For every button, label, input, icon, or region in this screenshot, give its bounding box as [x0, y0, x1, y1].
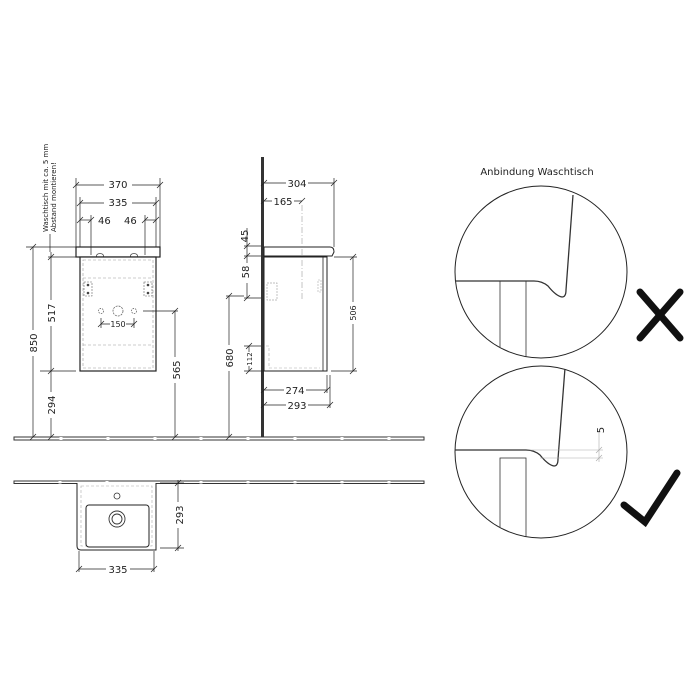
dim-gap: 5 [596, 427, 607, 433]
dim-total-height: 850 [29, 333, 40, 352]
dim-side-cabinet-height: 506 [349, 305, 358, 320]
dim-overall-depth: 293 [287, 401, 306, 412]
wall [261, 157, 264, 437]
wall-line-plan [13, 480, 425, 484]
side-view: 304 165 45 58 680 112 [222, 157, 359, 441]
dim-hole-spacing: 150 [110, 320, 125, 329]
dim-cabinet-depth: 274 [285, 386, 304, 397]
front-cabinet [79, 256, 157, 372]
mounting-note-line2: Abstand montieren! [50, 162, 58, 232]
dim-tap-offset: 165 [273, 197, 292, 208]
dim-plan-width: 335 [108, 565, 127, 576]
side-basin [263, 246, 335, 257]
plan-bowl [85, 504, 150, 548]
side-cabinet [263, 256, 328, 372]
dim-mount-height: 680 [225, 348, 236, 367]
drain [108, 510, 126, 528]
detail-correct: 5 [454, 365, 681, 539]
dim-depth-total: 304 [287, 179, 306, 190]
dim-drain-height: 565 [172, 360, 183, 379]
dim-under-basin: 58 [241, 266, 252, 279]
dim-overall-width: 370 [108, 180, 127, 191]
dim-bottom-clearance: 294 [47, 395, 58, 414]
floor-line-elevation [13, 436, 425, 441]
dim-left-offset: 46 [98, 216, 111, 227]
dim-basin-thickness: 45 [240, 230, 251, 243]
tap-hole [113, 492, 121, 500]
cross-mark-icon [636, 288, 684, 342]
mounting-note-line1: Waschtisch mit ca. 5 mm [42, 144, 50, 232]
detail-wrong [454, 185, 684, 359]
top-view: 293 335 [75, 479, 186, 576]
dim-cabinet-height: 517 [47, 303, 58, 322]
dim-basin-width: 335 [108, 198, 127, 209]
check-mark-icon [620, 469, 681, 528]
front-basin [75, 246, 161, 258]
dim-lower-bracket: 112 [246, 352, 254, 365]
dim-plan-depth: 293 [175, 505, 186, 524]
detail-title: Anbindung Waschtisch [480, 167, 593, 178]
dim-right-offset: 46 [124, 216, 137, 227]
front-view: Waschtisch mit ca. 5 mm Abstand montiere… [26, 144, 183, 441]
